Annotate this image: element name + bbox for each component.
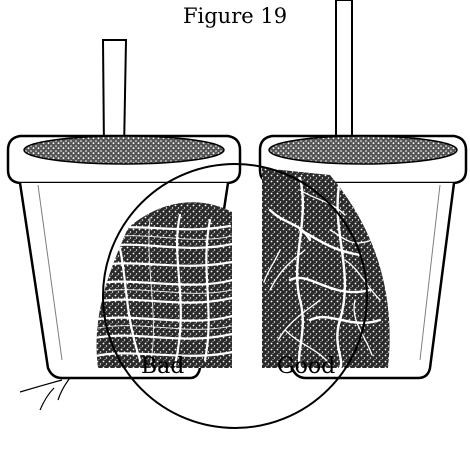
left-soil-surface	[24, 136, 224, 164]
good-label: Good	[277, 354, 335, 379]
left-drain-root	[20, 378, 70, 410]
right-soil-surface	[269, 136, 457, 164]
right-pot	[255, 0, 466, 378]
bad-label: Bad	[141, 354, 184, 379]
